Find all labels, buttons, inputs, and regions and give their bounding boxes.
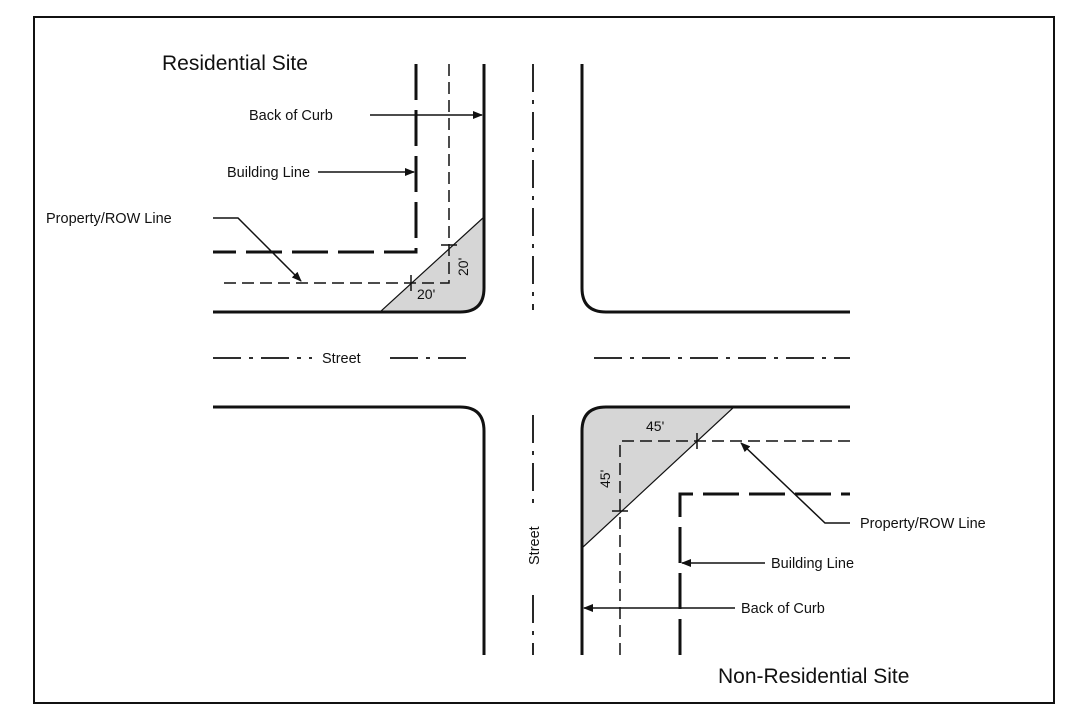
residential-property-row-leader [213,217,302,282]
residential-dim-vertical: 20' [455,258,471,276]
residential-building-line-label: Building Line [227,165,310,181]
non-residential-site-title: Non-Residential Site [718,665,909,688]
top-left-curb [213,64,486,314]
horizontal-street-label-gap [316,348,384,368]
residential-building-line [213,64,418,254]
residential-dim-horizontal: 20' [417,286,435,302]
residential-property-row-label: Property/ROW Line [46,211,172,227]
diagram-frame [33,16,1055,704]
non-residential-building-line-label: Building Line [771,556,854,572]
non-residential-building-line [678,492,850,655]
residential-property-row-line [218,64,450,284]
non-residential-property-row-leader [740,442,850,524]
horizontal-street-label: Street [322,351,361,367]
bottom-right-curb [580,405,850,655]
non-residential-property-row-label: Property/ROW Line [860,516,986,532]
non-residential-back-of-curb-label: Back of Curb [741,601,825,617]
bottom-left-curb [213,405,486,655]
non-residential-property-row-line [619,440,850,655]
residential-site-title: Residential Site [162,52,308,75]
top-right-curb [580,64,850,314]
non-residential-dim-horizontal: 45' [646,418,664,434]
non-residential-dim-vertical: 45' [597,470,613,488]
residential-back-of-curb-label: Back of Curb [249,108,333,124]
vertical-street-label: Street [527,526,543,565]
